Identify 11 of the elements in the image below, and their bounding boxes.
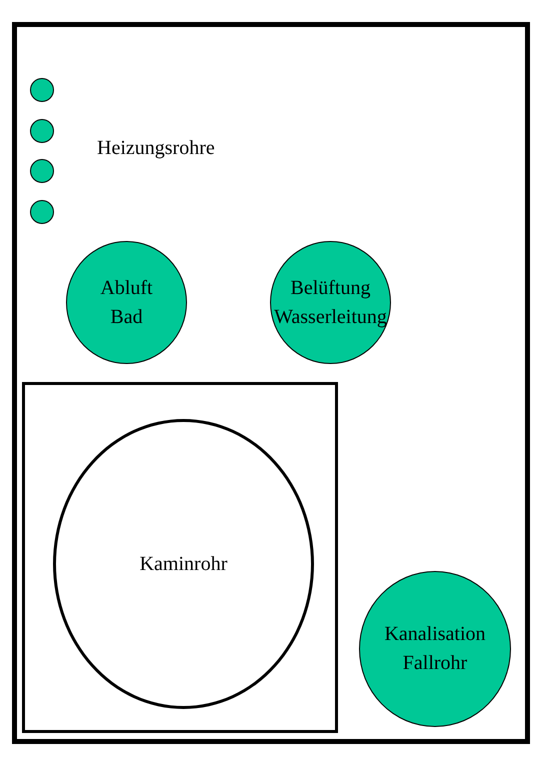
pipe-label: Abluft Bad <box>99 276 154 330</box>
pipe-label: Kanalisation Fallrohr <box>383 622 487 676</box>
outer-frame <box>12 22 530 744</box>
group-label: Heizungsrohre <box>97 137 215 160</box>
pipe-label: Kaminrohr <box>138 552 228 576</box>
pipe-circle <box>30 78 54 102</box>
pipe-circle <box>30 159 54 183</box>
inner-frame <box>22 382 338 733</box>
pipe-circle <box>30 200 54 224</box>
pipe-circle <box>30 119 54 143</box>
pipe-label: Belüftung Wasserleitung <box>273 276 388 330</box>
